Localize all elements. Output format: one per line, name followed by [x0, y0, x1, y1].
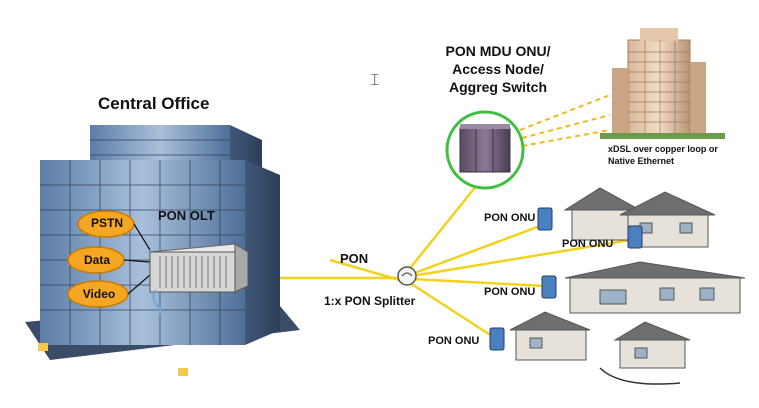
olt-chassis: [148, 243, 250, 316]
mdu-apartment-tower: [600, 28, 725, 139]
building-light-right: [178, 368, 188, 376]
onu-device-3: [541, 275, 557, 299]
splitter-label: 1:x PON Splitter: [324, 294, 416, 308]
data-service-label: Data: [83, 253, 110, 267]
onu-devices: [489, 207, 643, 351]
building-light-left: [38, 343, 48, 351]
text-cursor-icon: ⌶: [370, 70, 380, 89]
pon-link-label: PON: [340, 251, 369, 266]
pstn-service-label: PSTN: [90, 216, 123, 230]
onu-device-4: [489, 327, 505, 351]
olt-cable: [152, 289, 162, 316]
mdu-label: PON MDU ONU/ Access Node/ Aggreg Switch: [445, 43, 551, 95]
video-service-label: Video: [82, 287, 116, 301]
onu-device-1: [537, 207, 553, 231]
pon-splitter: [397, 266, 417, 286]
splitter-to-onu-3-fiber: [411, 277, 546, 288]
onu-label-3: PON ONU: [484, 286, 536, 298]
service-clouds: [67, 210, 151, 308]
xdsl-label: xDSL over copper loop or Native Ethernet: [608, 144, 718, 166]
splitter-to-onu-4-fiber: [409, 281, 496, 340]
central-office-title: Central Office: [98, 94, 210, 113]
olt-label: PON OLT: [158, 208, 215, 223]
onu-label-4: PON ONU: [428, 335, 480, 347]
mdu-onu: [445, 110, 525, 190]
splitter-to-onu-2-fiber: [411, 238, 631, 278]
onu-label-1: PON ONU: [484, 212, 536, 224]
xdsl-links: [519, 94, 611, 147]
onu-label-2: PON ONU: [562, 238, 614, 250]
splitter-to-onu-1-fiber: [411, 224, 541, 276]
residential-houses: [509, 187, 746, 385]
splitter-return-fiber: [329, 258, 411, 285]
tower-ground: [600, 133, 725, 139]
splitter-to-mdu-fiber: [406, 174, 486, 273]
fiber-links: [240, 174, 631, 340]
onu-device-2: [627, 225, 643, 249]
